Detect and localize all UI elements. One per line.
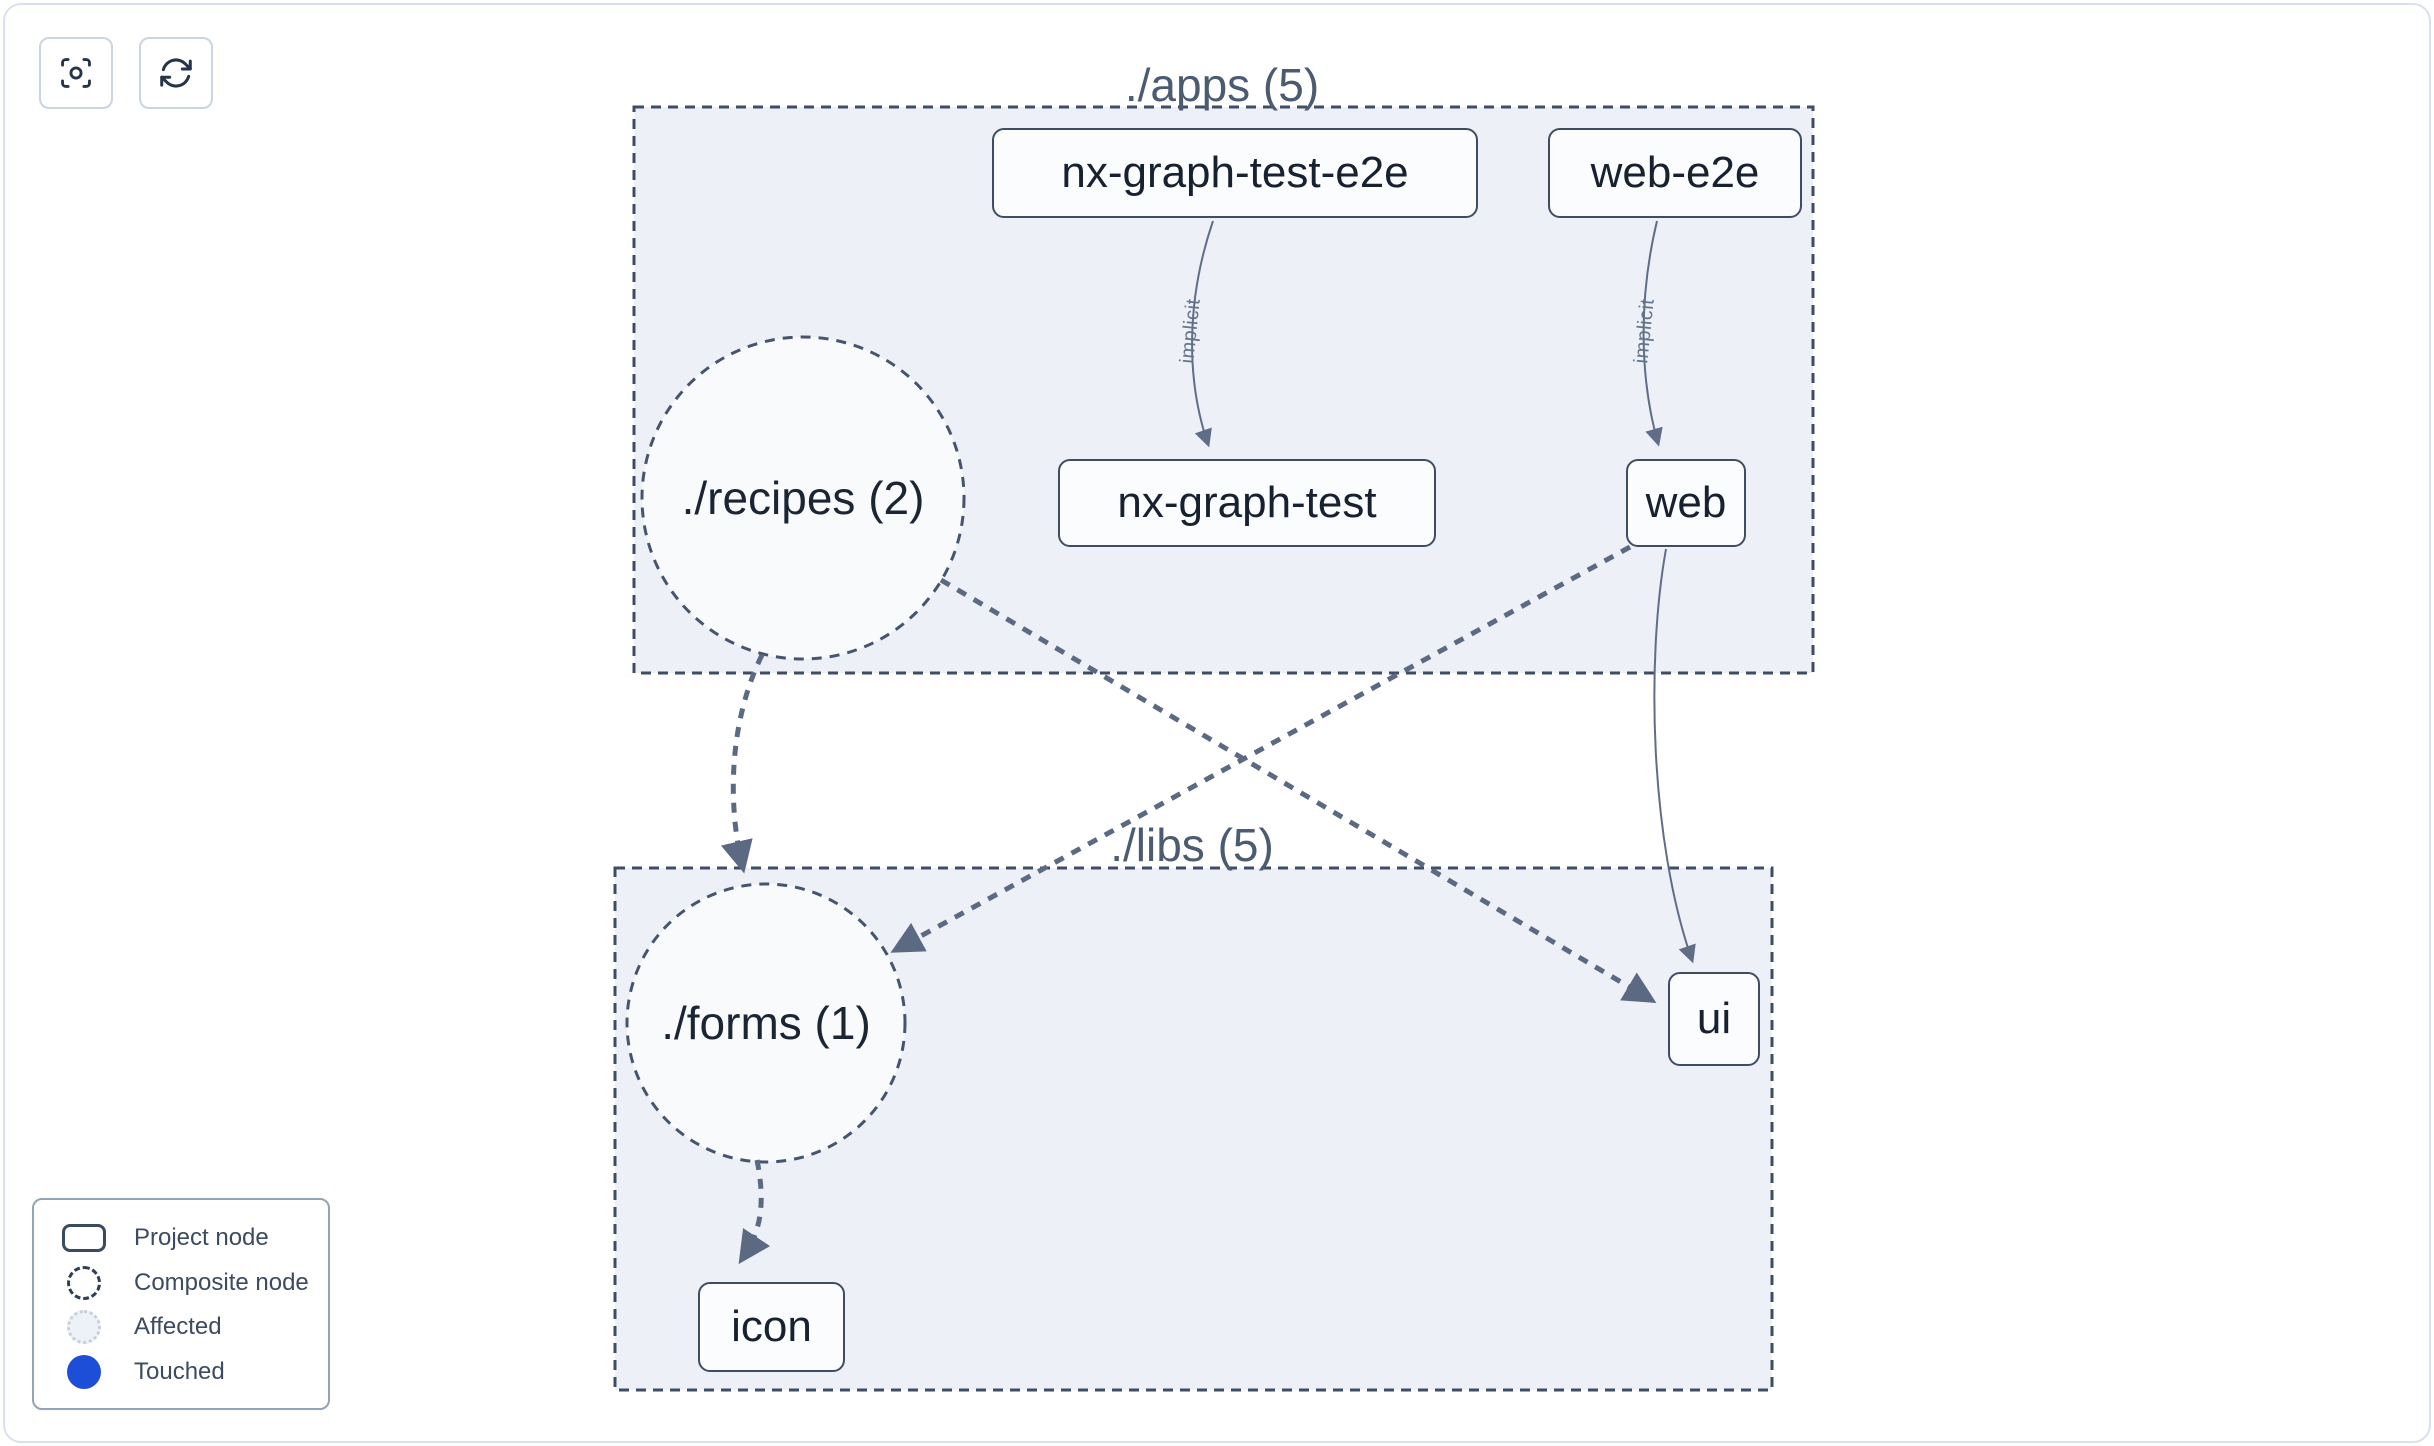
node-web-e2e[interactable]: web-e2e xyxy=(1548,128,1802,218)
focus-icon xyxy=(57,54,95,92)
composite-node-recipes-label[interactable]: ./recipes (2) xyxy=(681,472,925,524)
affected-glyph xyxy=(34,1310,134,1345)
composite-node-recipes-circle[interactable] xyxy=(640,335,966,661)
focus-view-button[interactable] xyxy=(39,37,113,109)
project-node-glyph xyxy=(34,1224,134,1252)
legend-label-touched: Touched xyxy=(134,1357,225,1385)
composite-node-forms-circle[interactable] xyxy=(625,882,907,1164)
node-nx-graph-test-e2e[interactable]: nx-graph-test-e2e xyxy=(992,128,1478,218)
legend-row-touched: Touched xyxy=(34,1350,328,1394)
legend-row-project-node: Project node xyxy=(34,1216,328,1260)
edge-web-to-ui xyxy=(1653,548,1696,964)
legend-label-composite-node: Composite node xyxy=(134,1268,309,1296)
touched-glyph xyxy=(34,1354,134,1389)
refresh-graph-button[interactable] xyxy=(139,37,213,109)
node-nx-graph-test[interactable]: nx-graph-test xyxy=(1058,459,1436,547)
apps-group-label: ./apps (5) xyxy=(1124,59,1320,111)
edge-recipes-to-forms xyxy=(720,653,765,874)
node-ui[interactable]: ui xyxy=(1668,972,1760,1066)
composite-node-glyph xyxy=(34,1265,134,1300)
edge-web-to-forms xyxy=(890,544,1632,953)
node-icon[interactable]: icon xyxy=(698,1282,845,1372)
edge-nx-graph-test-e2e-to-nx-graph-test xyxy=(1191,220,1214,448)
edge-recipes-to-ui xyxy=(939,577,1657,1003)
composite-node-forms-label[interactable]: ./forms (1) xyxy=(661,997,871,1049)
refresh-icon xyxy=(157,54,195,92)
edge-web-e2e-to-web xyxy=(1642,220,1663,447)
legend-row-composite-node: Composite node xyxy=(34,1261,328,1305)
legend-label-project-node: Project node xyxy=(134,1224,269,1251)
node-web[interactable]: web xyxy=(1626,459,1746,547)
legend-label-affected: Affected xyxy=(134,1313,222,1341)
libs-group-label: ./libs (5) xyxy=(1110,819,1274,871)
legend-panel: Project node Composite node Affected Tou… xyxy=(32,1198,330,1410)
legend-row-affected: Affected xyxy=(34,1305,328,1349)
